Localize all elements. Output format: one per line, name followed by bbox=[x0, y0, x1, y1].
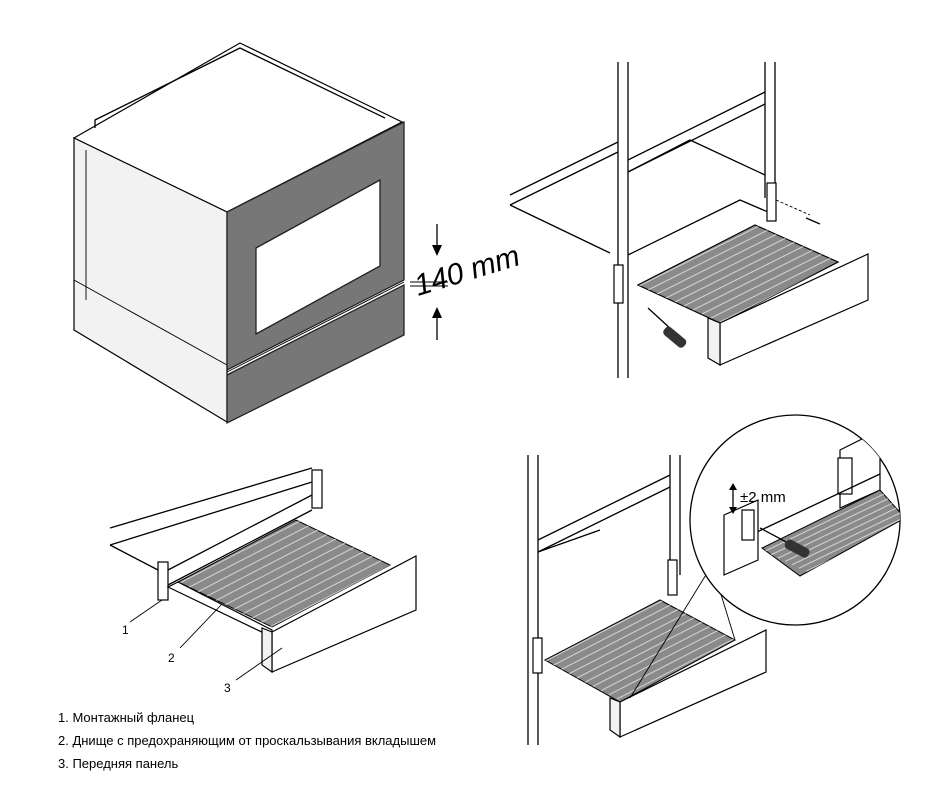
mat-ridge bbox=[376, 607, 390, 627]
mat-ridge bbox=[836, 303, 838, 323]
mat-ridge bbox=[385, 612, 390, 627]
adjust-dimension: ±2 mm bbox=[740, 489, 786, 506]
legend-item-drawer-floor: 2. Днище с предохраняющим от проскальзыв… bbox=[58, 733, 437, 748]
legend-item-mounting-flange: 1. Монтажный фланец bbox=[58, 710, 195, 725]
mat-ridge bbox=[712, 676, 735, 702]
mat-ridge bbox=[552, 600, 694, 666]
mat-ridge bbox=[560, 600, 702, 671]
mat-ridge bbox=[720, 681, 735, 702]
mat-ridge bbox=[638, 225, 780, 287]
mat-ridge bbox=[784, 490, 900, 562]
mat-ridge bbox=[656, 225, 798, 295]
drawer-front bbox=[226, 283, 405, 425]
mat-ridge bbox=[223, 532, 365, 606]
mat-ridge bbox=[692, 239, 834, 311]
mat-ridge bbox=[187, 520, 329, 589]
mat-ridge bbox=[647, 225, 789, 291]
callout-2: 2 bbox=[168, 651, 175, 665]
adjustment-figure: ±2 mm bbox=[527, 414, 901, 745]
drawer-parts-figure: 1 2 3 bbox=[109, 467, 535, 695]
door-window bbox=[255, 178, 381, 336]
mat-ridge bbox=[798, 495, 900, 569]
zoom-detail: ±2 mm bbox=[689, 414, 901, 626]
mat-ridge bbox=[791, 492, 900, 566]
mat-ridge bbox=[178, 520, 320, 584]
mat-ridge bbox=[674, 231, 816, 303]
callout-1: 1 bbox=[122, 623, 129, 637]
mat-ridge bbox=[259, 550, 390, 624]
mat-ridge bbox=[827, 299, 838, 323]
mat-ridge bbox=[683, 235, 825, 307]
mat-ridge bbox=[232, 537, 374, 611]
mat-ridge bbox=[196, 520, 338, 593]
mounting-flange bbox=[157, 561, 169, 601]
mat-ridge bbox=[701, 243, 838, 315]
mat-ridge bbox=[576, 605, 718, 679]
mounting-figure bbox=[509, 62, 869, 378]
mat-ridge bbox=[250, 546, 390, 620]
drawer-height-dimension: 140 mm bbox=[410, 239, 523, 302]
mat-ridge bbox=[545, 600, 686, 662]
mat-ridge bbox=[710, 247, 838, 319]
callout-3: 3 bbox=[224, 681, 231, 695]
mat-ridge bbox=[395, 617, 535, 689]
screwdriver-icon bbox=[647, 307, 687, 348]
parts-legend: 1. Монтажный фланец 2. Днище с предохран… bbox=[58, 706, 436, 775]
legend-item-front-panel: 3. Передняя панель bbox=[58, 756, 179, 771]
appliance-figure: 140 mm bbox=[72, 42, 524, 425]
mat-ridge bbox=[241, 541, 383, 615]
mat-ridge bbox=[568, 601, 710, 675]
mat-ridge bbox=[665, 227, 807, 299]
mat-ridge bbox=[214, 528, 356, 602]
mat-ridge bbox=[205, 524, 347, 598]
